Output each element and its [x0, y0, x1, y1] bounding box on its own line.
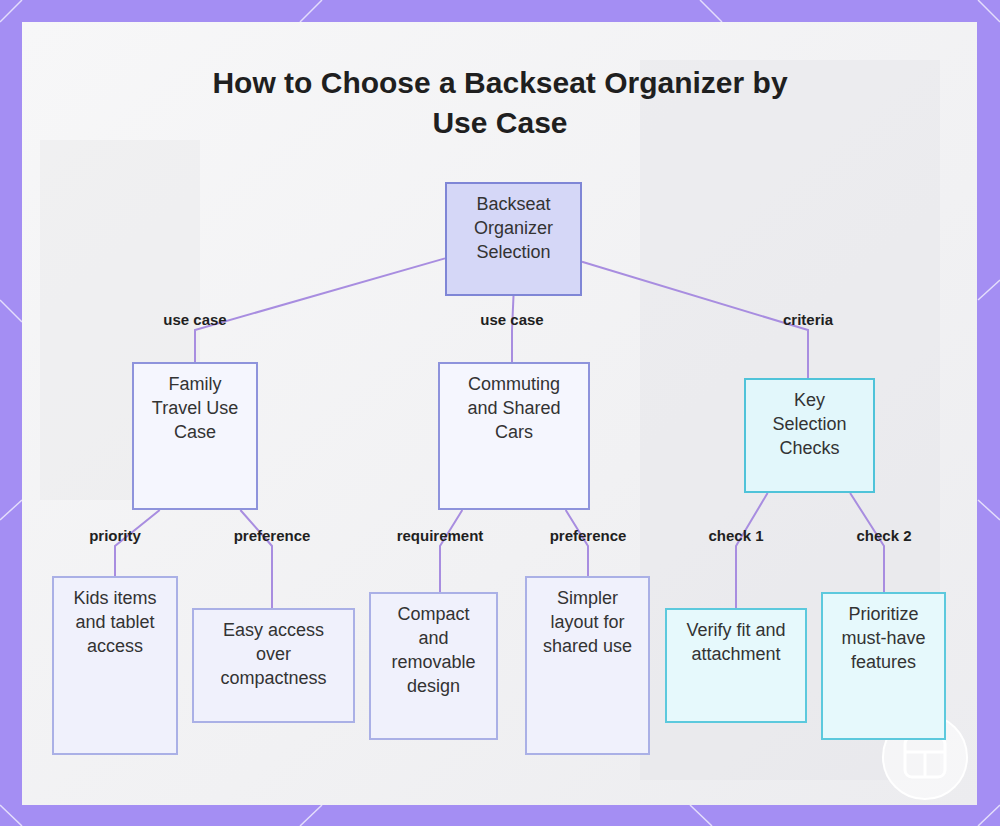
use-case-box: Family Travel Use Case — [132, 362, 258, 510]
use-case-box: Commuting and Shared Cars — [438, 362, 590, 510]
leaf-box: Kids items and tablet access — [52, 576, 178, 755]
edge-label: preference — [234, 527, 311, 545]
blurred-photo — [640, 60, 940, 780]
node-text: Easy access over compactness — [208, 618, 339, 690]
leaf-box: Compact and removable design — [369, 592, 498, 740]
node-text: Commuting and Shared Cars — [454, 372, 574, 444]
leaf-box: Simpler layout for shared use — [525, 576, 650, 755]
connector — [195, 258, 445, 362]
node-text: Family Travel Use Case — [148, 372, 242, 444]
connector — [240, 510, 272, 608]
node-text: Prioritize must-have features — [837, 602, 930, 674]
edge-label: criteria — [783, 311, 833, 329]
node-text: Compact and removable design — [385, 602, 482, 698]
root-box: Backseat Organizer Selection — [445, 182, 582, 296]
connector — [736, 493, 768, 608]
connector — [582, 262, 808, 378]
diagram-title: How to Choose a Backseat Organizer by Us… — [190, 63, 810, 143]
edge-label: use case — [480, 311, 543, 329]
edge-label: priority — [89, 527, 141, 545]
node-text: Verify fit and attachment — [681, 618, 791, 666]
leaf-box: Easy access over compactness — [192, 608, 355, 723]
edge-label: requirement — [397, 527, 484, 545]
edge-label: check 2 — [856, 527, 911, 545]
edge-label: use case — [163, 311, 226, 329]
criteria-box: Key Selection Checks — [744, 378, 875, 493]
edge-label: check 1 — [708, 527, 763, 545]
check-box: Prioritize must-have features — [821, 592, 946, 740]
node-text: Simpler layout for shared use — [537, 586, 638, 658]
node-text: Backseat Organizer Selection — [461, 192, 566, 264]
edge-label: preference — [550, 527, 627, 545]
check-box: Verify fit and attachment — [665, 608, 807, 723]
node-text: Kids items and tablet access — [68, 586, 162, 658]
panel — [22, 22, 977, 805]
connector — [440, 510, 462, 592]
node-text: Key Selection Checks — [760, 388, 859, 460]
connector — [512, 296, 514, 362]
